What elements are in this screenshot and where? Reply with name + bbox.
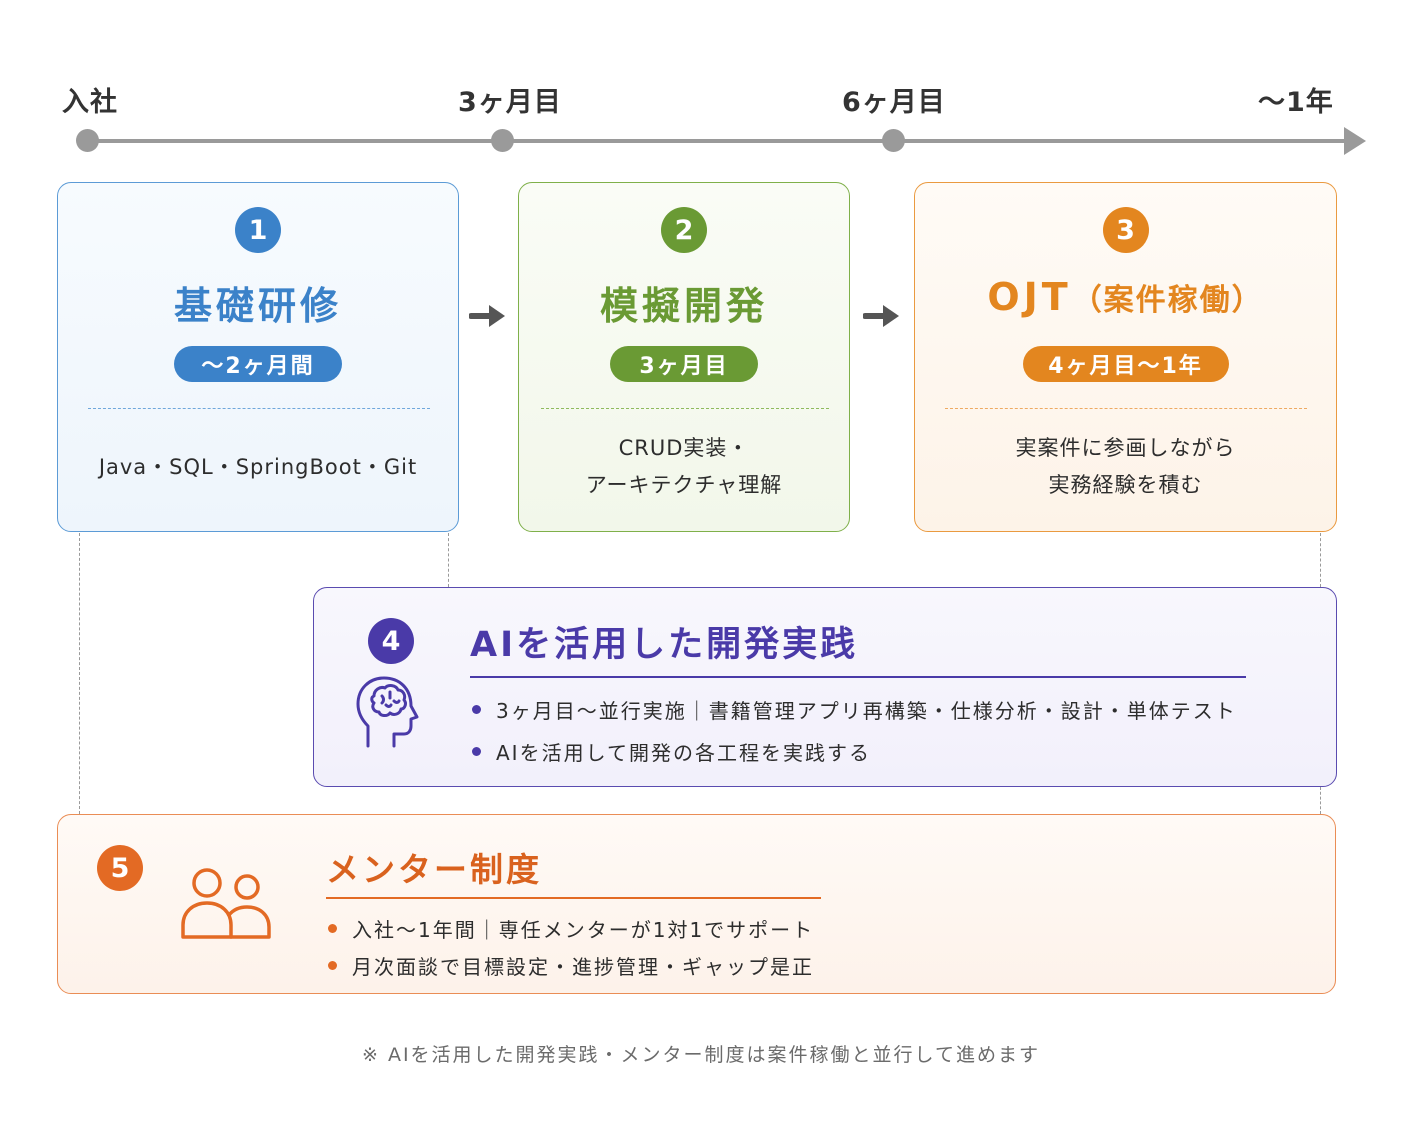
- connector-dash: [79, 533, 80, 814]
- connector-dash: [448, 533, 449, 587]
- phase-number-badge: 1: [235, 207, 281, 253]
- ai-title-underline: [470, 676, 1246, 678]
- mentor-title-underline: [326, 897, 821, 899]
- ai-number-badge: 4: [368, 618, 414, 664]
- phase-divider: [541, 408, 829, 409]
- ai-bullet: 3ヶ月目〜並行実施｜書籍管理アプリ再構築・仕様分析・設計・単体テスト: [472, 695, 1237, 724]
- mentor-bullet: 入社〜1年間｜専任メンターが1対1でサポート: [327, 914, 814, 943]
- timeline-dot-month6: [882, 129, 905, 152]
- timeline-label-month6: 6ヶ月目: [842, 87, 946, 118]
- timeline-label-join: 入社: [62, 87, 118, 118]
- timeline-label-year1: 〜1年: [1258, 87, 1334, 118]
- phase-card-mock-development: 2 模擬開発 3ヶ月目 CRUD実装・ アーキテクチャ理解: [518, 182, 850, 532]
- phase-description-line: 実案件に参画しながら: [1015, 436, 1236, 460]
- ai-bullet: AIを活用して開発の各工程を実践する: [472, 737, 871, 766]
- phase-card-ojt: 3 OJT（案件稼働） 4ヶ月目〜1年 実案件に参画しながら 実務経験を積む: [914, 182, 1337, 532]
- phase-divider: [88, 408, 430, 409]
- brain-head-icon: [356, 676, 419, 748]
- timeline-dot-month3: [491, 129, 514, 152]
- footnote: ※ AIを活用した開発実践・メンター制度は案件稼働と並行して進めます: [362, 1044, 1040, 1066]
- timeline-label-month3: 3ヶ月目: [458, 87, 562, 118]
- timeline-dot-join: [76, 129, 99, 152]
- mentor-bullet: 月次面談で目標設定・進捗管理・ギャップ是正: [328, 951, 814, 980]
- phase-description-line: 実務経験を積む: [1048, 473, 1203, 497]
- ai-title: AIを活用した開発実践: [470, 625, 859, 665]
- connector-dash: [1320, 787, 1321, 814]
- connector-dash: [1320, 533, 1321, 587]
- people-icon: [181, 868, 271, 939]
- phase-description: Java・SQL・SpringBoot・Git: [98, 455, 418, 479]
- phase-title: 基礎研修: [173, 284, 342, 328]
- phase-duration-pill: 〜2ヶ月間: [174, 346, 342, 382]
- phase-number-badge: 3: [1102, 207, 1149, 253]
- mentor-system-box: 5 メンター制度 入社〜1年間｜専任メンターが1対1でサポート 月次面談で目標設…: [57, 814, 1336, 994]
- timeline-arrow-head: [1344, 127, 1366, 155]
- phase-card-basic-training: 1 基礎研修 〜2ヶ月間 Java・SQL・SpringBoot・Git: [57, 182, 459, 532]
- arrow-right-icon: [469, 305, 505, 327]
- phase-title-paren: （案件稼働）: [1071, 283, 1264, 318]
- arrow-right-icon: [863, 305, 899, 327]
- phase-title-main: OJT: [987, 275, 1072, 319]
- phase-title: OJT（案件稼働）: [915, 275, 1336, 319]
- phase-duration-pill: 4ヶ月目〜1年: [1022, 346, 1229, 382]
- ai-practice-box: 4 AIを活用した開発実践 3ヶ月目〜並行実施｜書籍管理アプリ再構築・仕様分析・…: [313, 587, 1337, 787]
- mentor-number-badge: 5: [97, 845, 143, 891]
- phase-number-badge: 2: [661, 207, 707, 253]
- mentor-title: メンター制度: [326, 850, 542, 889]
- phase-description-line: アーキテクチャ理解: [585, 473, 783, 497]
- phase-duration-pill: 3ヶ月目: [610, 346, 758, 382]
- phase-divider: [945, 408, 1307, 409]
- phase-description-line: CRUD実装・: [618, 436, 750, 460]
- phase-title: 模擬開発: [599, 284, 768, 328]
- timeline-line: [86, 139, 1348, 143]
